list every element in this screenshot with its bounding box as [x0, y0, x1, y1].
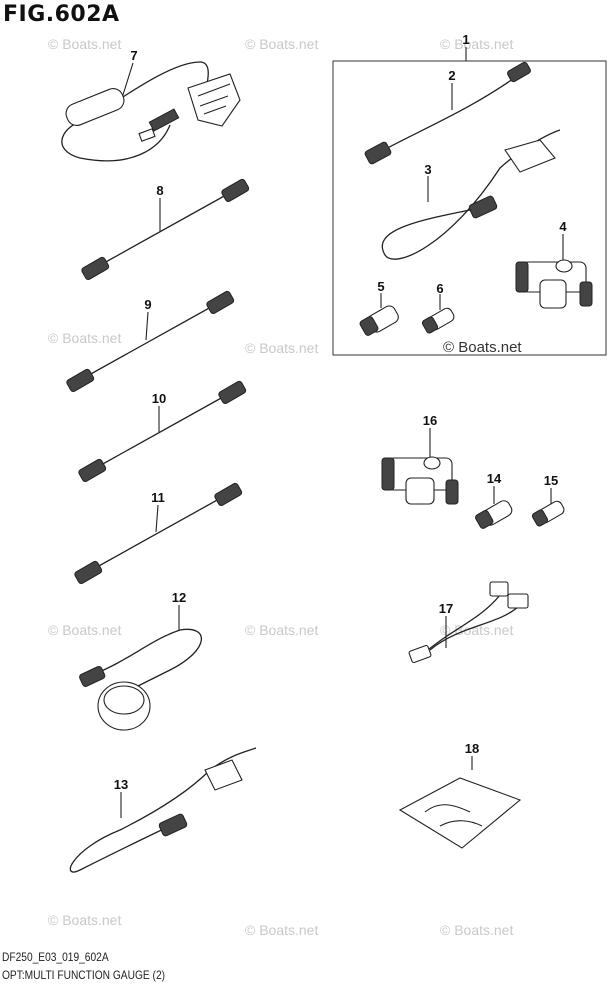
part-10-drawing [78, 380, 247, 482]
callout-4: 4 [559, 219, 567, 234]
part-14-drawing [475, 500, 513, 529]
watermark: © Boats.net [48, 622, 122, 638]
leader-lines [120, 47, 564, 818]
figure-title: FIG.602A [3, 2, 120, 27]
watermark: © Boats.net [245, 340, 319, 356]
callout-8: 8 [156, 183, 164, 198]
callout-18: 18 [464, 741, 480, 756]
part-5-drawing [359, 305, 399, 336]
part-16-drawing [381, 456, 459, 505]
kit-1-outline [332, 60, 607, 356]
watermark: © Boats.net [48, 36, 122, 52]
part-12-drawing [79, 628, 203, 731]
watermark: © Boats.net [245, 922, 319, 938]
callout-17: 17 [438, 601, 454, 616]
watermark: © Boats.net [440, 36, 514, 52]
part-6-drawing [421, 307, 455, 334]
callout-3: 3 [424, 162, 432, 177]
callout-15: 15 [543, 473, 559, 488]
callout-12: 12 [171, 590, 187, 605]
part-7-drawing [61, 61, 241, 162]
watermark: © Boats.net [245, 622, 319, 638]
part-3-drawing [381, 129, 561, 260]
part-11-drawing [74, 482, 243, 584]
part-13-drawing [69, 747, 257, 873]
callout-16: 16 [422, 413, 438, 428]
part-18-drawing [398, 777, 522, 849]
callout-13: 13 [113, 777, 129, 792]
callout-2: 2 [448, 68, 456, 83]
part-15-drawing [531, 500, 565, 527]
callout-1: 1 [462, 32, 470, 47]
callout-10: 10 [151, 391, 167, 406]
callout-6: 6 [436, 281, 444, 296]
callout-11: 11 [151, 490, 165, 505]
part-2-drawing [364, 61, 531, 165]
watermark: © Boats.net [48, 330, 122, 346]
watermark: © Boats.net [48, 912, 122, 928]
watermark-dark: © Boats.net [443, 339, 522, 356]
part-4-drawing [515, 259, 593, 309]
watermark: © Boats.net [440, 922, 514, 938]
watermark: © Boats.net [440, 622, 514, 638]
part-8-drawing [81, 178, 250, 280]
watermark: © Boats.net [245, 36, 319, 52]
callout-5: 5 [377, 279, 385, 294]
callout-7: 7 [130, 48, 138, 63]
figure-description: OPT:MULTI FUNCTION GAUGE (2) [2, 968, 166, 982]
callout-9: 9 [144, 297, 152, 312]
part-9-drawing [66, 290, 235, 392]
model-code: DF250_E03_019_602A [2, 950, 109, 964]
part-17-drawing [408, 581, 529, 664]
callout-14: 14 [486, 471, 502, 486]
